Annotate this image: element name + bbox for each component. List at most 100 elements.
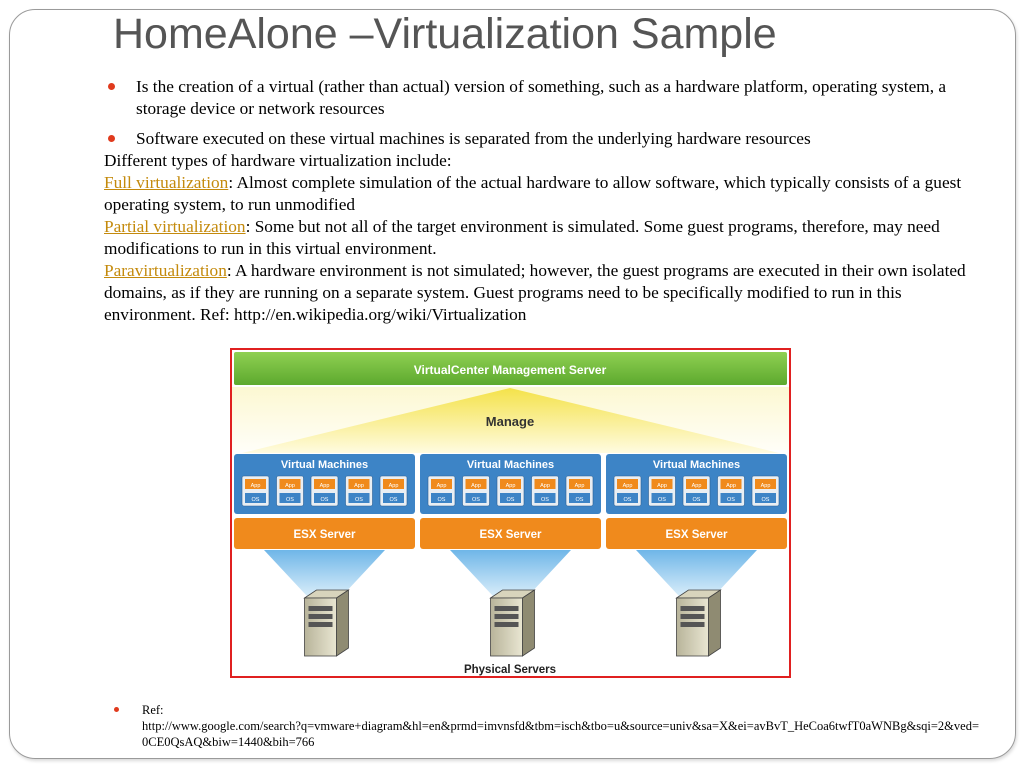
server-icon xyxy=(522,589,535,657)
type-para: Paravirtualization: A hardware environme… xyxy=(104,260,984,326)
management-server-bar xyxy=(234,352,787,385)
os-label: OS xyxy=(507,497,515,503)
link-full-virtualization[interactable]: Full virtualization xyxy=(104,173,229,192)
link-partial-virtualization[interactable]: Partial virtualization xyxy=(104,217,246,236)
app-box xyxy=(651,479,673,489)
os-box xyxy=(720,493,742,503)
app-label: App xyxy=(575,483,585,489)
server-beam xyxy=(264,550,385,602)
server-icon xyxy=(336,589,349,657)
vm-label: Virtual Machines xyxy=(467,459,554,471)
app-box xyxy=(279,479,301,489)
server-icon xyxy=(494,614,519,619)
os-label: OS xyxy=(438,497,446,503)
esx-server-bar xyxy=(420,518,601,549)
app-box xyxy=(465,479,487,489)
bullet-dot-icon xyxy=(108,83,115,90)
os-box xyxy=(465,493,487,503)
vm-label: Virtual Machines xyxy=(281,459,368,471)
os-label: OS xyxy=(658,497,666,503)
bullet-text: Is the creation of a virtual (rather tha… xyxy=(136,77,947,118)
slide-frame xyxy=(9,9,1016,759)
os-box xyxy=(348,493,370,503)
app-box xyxy=(617,479,638,489)
manage-label: Manage xyxy=(486,414,534,429)
bullet-text: Software executed on these virtual machi… xyxy=(136,129,811,148)
app-box xyxy=(720,479,742,489)
app-label: App xyxy=(761,483,771,489)
os-box xyxy=(245,493,266,503)
type-full: Full virtualization: Almost complete sim… xyxy=(104,172,984,216)
os-box xyxy=(534,493,556,503)
app-box xyxy=(500,479,521,489)
os-label: OS xyxy=(576,497,584,503)
app-label: App xyxy=(285,483,295,489)
esx-server-bar xyxy=(606,518,787,549)
type-desc: : A hardware environment is not simulate… xyxy=(104,261,966,324)
app-box xyxy=(314,479,335,489)
os-box xyxy=(314,493,335,503)
app-box xyxy=(686,479,707,489)
os-label: OS xyxy=(541,497,549,503)
os-box xyxy=(431,493,452,503)
type-desc: : Almost complete simulation of the actu… xyxy=(104,173,962,214)
os-label: OS xyxy=(624,497,632,503)
type-desc: : Some but not all of the target environ… xyxy=(104,217,940,258)
os-label: OS xyxy=(252,497,260,503)
app-box xyxy=(755,479,776,489)
type-partial: Partial virtualization: Some but not all… xyxy=(104,216,984,260)
os-box xyxy=(279,493,301,503)
server-icon xyxy=(680,614,705,619)
reference: Ref: http://www.google.com/search?q=vmwa… xyxy=(114,702,982,750)
server-icon xyxy=(680,606,705,611)
server-icon xyxy=(308,622,333,627)
vmware-diagram: VirtualCenter Management Server Manage V… xyxy=(230,348,791,678)
bullet-item: Software executed on these virtual machi… xyxy=(104,128,984,150)
app-label: App xyxy=(320,483,330,489)
app-box xyxy=(534,479,556,489)
server-icon xyxy=(494,606,519,611)
ref-url[interactable]: http://www.google.com/search?q=vmware+di… xyxy=(142,719,979,749)
os-box xyxy=(755,493,776,503)
app-label: App xyxy=(389,483,399,489)
os-box xyxy=(651,493,673,503)
os-label: OS xyxy=(693,497,701,503)
bullet-item: Is the creation of a virtual (rather tha… xyxy=(104,76,984,120)
app-label: App xyxy=(657,483,667,489)
management-server-label: VirtualCenter Management Server xyxy=(414,363,607,377)
server-icon xyxy=(308,606,333,611)
app-box xyxy=(569,479,590,489)
physical-servers-label: Physical Servers xyxy=(464,664,556,676)
os-box xyxy=(686,493,707,503)
os-label: OS xyxy=(762,497,770,503)
server-icon xyxy=(708,589,721,657)
app-box xyxy=(348,479,370,489)
os-box xyxy=(569,493,590,503)
server-icon xyxy=(494,622,519,627)
server-icon xyxy=(680,622,705,627)
os-label: OS xyxy=(321,497,329,503)
os-box xyxy=(617,493,638,503)
app-label: App xyxy=(251,483,261,489)
app-label: App xyxy=(354,483,364,489)
server-beam xyxy=(450,550,571,602)
link-paravirtualization[interactable]: Paravirtualization xyxy=(104,261,227,280)
esx-server-label: ESX Server xyxy=(665,529,728,541)
esx-server-label: ESX Server xyxy=(479,529,542,541)
app-box xyxy=(245,479,266,489)
os-box xyxy=(500,493,521,503)
vm-label: Virtual Machines xyxy=(653,459,740,471)
os-box xyxy=(383,493,404,503)
app-label: App xyxy=(540,483,550,489)
diagram-svg: VirtualCenter Management Server Manage V… xyxy=(232,352,789,676)
server-beam xyxy=(636,550,757,602)
app-label: App xyxy=(726,483,736,489)
os-label: OS xyxy=(390,497,398,503)
esx-server-bar xyxy=(234,518,415,549)
esx-server-label: ESX Server xyxy=(293,529,356,541)
os-label: OS xyxy=(355,497,363,503)
types-intro: Different types of hardware virtualizati… xyxy=(104,151,452,170)
app-label: App xyxy=(692,483,702,489)
os-label: OS xyxy=(472,497,480,503)
server-icon xyxy=(308,614,333,619)
